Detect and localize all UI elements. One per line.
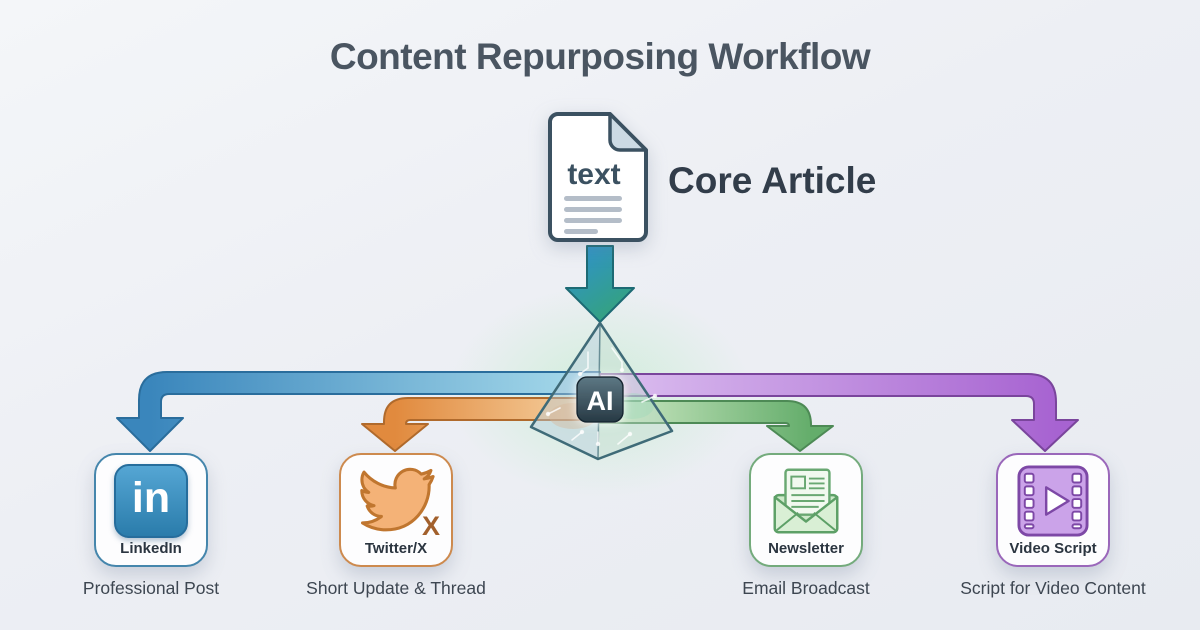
twitter-caption: Short Update & Thread [306,578,486,598]
twitter-bird-icon [360,467,435,532]
arrow-to-newsletter [599,400,834,452]
linkedin-logo-text: in [131,473,171,522]
arrow-to-linkedin [116,371,601,452]
doc-text-label: text [567,158,620,191]
newsletter-card: Newsletter [749,453,863,567]
video-filmstrip-icon [1017,465,1089,537]
ai-badge [576,376,624,423]
arrow-to-video [599,373,1079,452]
video-card-label: Video Script [1009,540,1097,557]
document-icon: text [548,112,648,242]
linkedin-caption: Professional Post [82,578,220,598]
node-newsletter: Newsletter Email Broadcast [676,453,936,599]
node-twitter: X Twitter/X Short Update & Thread [266,453,526,599]
circuit-traces [547,347,656,445]
ai-badge-label: AI [587,386,614,416]
node-video: Video Script Script for Video Content [923,453,1183,599]
page-title: Content Repurposing Workflow [329,36,871,77]
video-caption: Script for Video Content [960,578,1146,598]
core-article-node: text [548,112,648,242]
video-card: Video Script [996,453,1110,567]
x-letter-icon: X [421,511,440,541]
circuit-dots [545,367,658,447]
newsletter-envelope-icon [773,468,839,534]
ai-prism-icon: AI [529,321,674,461]
doc-text-lines [564,196,622,234]
arrow-doc-to-ai [565,245,635,323]
node-linkedin: in LinkedIn Professional Post [21,453,281,599]
twitter-card-label: Twitter/X [364,540,428,557]
linkedin-card: in LinkedIn [94,453,208,567]
core-article-label: Core Article [668,160,877,201]
linkedin-icon: in [114,464,188,538]
twitter-card: X Twitter/X [339,453,453,567]
linkedin-card-label: LinkedIn [120,540,182,557]
newsletter-caption: Email Broadcast [742,578,870,598]
newsletter-card-label: Newsletter [768,540,844,557]
